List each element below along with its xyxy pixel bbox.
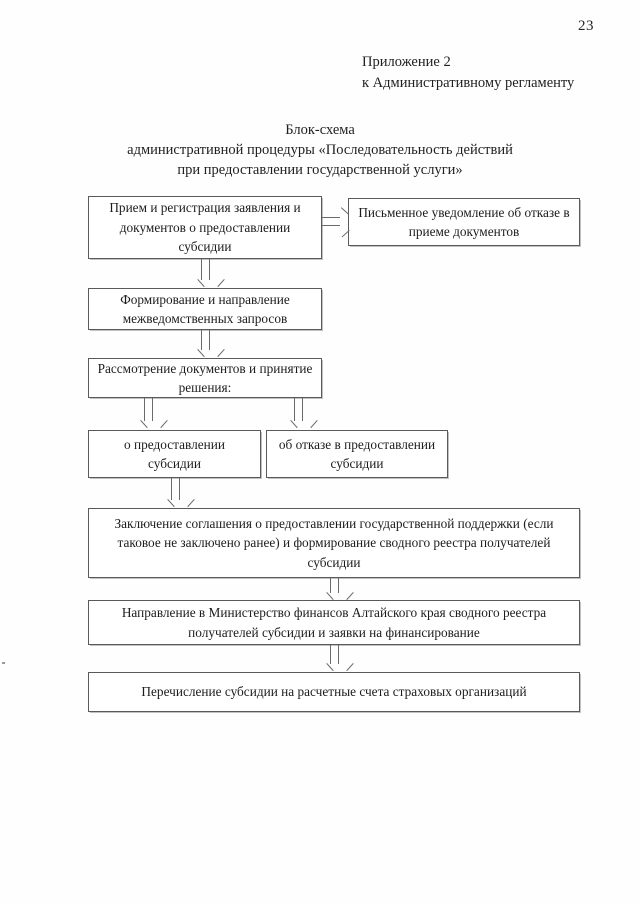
title-line-3: при предоставлении государственной услуг…: [177, 162, 463, 178]
flow-node-refusal-notice-label: Письменное уведомление об отказе в прием…: [358, 204, 570, 240]
arrow-head: [168, 499, 184, 508]
arrow-shaft-right: [209, 259, 210, 280]
page-number: 23: [578, 18, 594, 34]
appendix-line-1: Приложение 2: [362, 54, 451, 70]
flow-node-refusal-notice: Письменное уведомление об отказе в прием…: [348, 198, 580, 246]
arrow-shaft-top: [322, 217, 340, 218]
flow-node-decision-refuse-label: об отказе в предоставлении субсидии: [278, 436, 436, 472]
flow-arrow-ministry-to-transfer: [329, 645, 340, 672]
arrow-head: [198, 279, 214, 288]
arrow-shaft-right: [302, 398, 303, 421]
appendix-line-2: к Административному регламенту: [362, 75, 575, 91]
arrow-shaft-left: [201, 259, 202, 280]
arrow-shaft-right: [338, 645, 339, 664]
flow-node-interagency-requests-label: Формирование и направление межведомствен…: [120, 291, 290, 327]
flow-node-send-to-ministry: Направление в Министерство финансов Алта…: [88, 600, 580, 645]
arrow-head: [339, 214, 348, 230]
flow-node-send-to-ministry-label: Направление в Министерство финансов Алта…: [121, 605, 547, 640]
scan-artifact-speck: [2, 662, 5, 664]
arrow-shaft-bottom: [322, 225, 340, 226]
arrow-head: [141, 420, 157, 429]
flow-arrow-requests-to-review: [200, 330, 211, 358]
flow-node-intake: Прием и регистрация заявления и документ…: [88, 196, 322, 259]
flow-node-decision-grant: о предоставлении субсидии: [88, 430, 261, 478]
flow-node-agreement-label: Заключение соглашения о предоставлении г…: [114, 515, 554, 570]
arrow-shaft-left: [201, 330, 202, 350]
arrow-shaft-left: [330, 578, 331, 593]
arrow-shaft-right: [152, 398, 153, 421]
flow-arrow-review-to-grant: [143, 398, 154, 430]
arrow-head: [327, 592, 343, 601]
flow-arrow-intake-to-refusal: [322, 216, 348, 227]
flow-node-agreement: Заключение соглашения о предоставлении г…: [88, 508, 580, 578]
flow-node-decision-refuse: об отказе в предоставлении субсидии: [266, 430, 448, 478]
flow-arrow-intake-to-requests: [200, 259, 211, 288]
arrow-shaft-right: [209, 330, 210, 350]
arrow-shaft-left: [294, 398, 295, 421]
flow-node-review-decision-label: Рассмотрение документов и принятие решен…: [97, 360, 313, 396]
arrow-shaft-left: [144, 398, 145, 421]
flow-node-review-decision: Рассмотрение документов и принятие решен…: [88, 358, 322, 398]
flow-node-transfer-funds-label: Перечисление субсидии на расчетные счета…: [141, 684, 527, 699]
flow-arrow-review-to-refuse: [293, 398, 304, 430]
flow-arrow-agreement-to-ministry: [329, 578, 340, 600]
arrow-head: [291, 420, 307, 429]
flow-node-intake-label: Прием и регистрация заявления и документ…: [109, 200, 301, 255]
flow-node-transfer-funds: Перечисление субсидии на расчетные счета…: [88, 672, 580, 712]
document-title: Блок-схема административной процедуры «П…: [0, 120, 640, 180]
arrow-shaft-right: [179, 478, 180, 500]
appendix-reference: Приложение 2 к Административному регламе…: [362, 52, 574, 94]
arrow-shaft-left: [171, 478, 172, 500]
arrow-head: [198, 349, 214, 358]
arrow-head: [327, 663, 343, 672]
flow-node-decision-grant-label: о предоставлении субсидии: [124, 436, 225, 472]
flow-node-interagency-requests: Формирование и направление межведомствен…: [88, 288, 322, 330]
title-line-1: Блок-схема: [285, 122, 355, 138]
arrow-shaft-left: [330, 645, 331, 664]
arrow-shaft-right: [338, 578, 339, 593]
title-line-2: административной процедуры «Последовател…: [127, 142, 513, 158]
flow-arrow-grant-to-agreement: [170, 478, 181, 508]
